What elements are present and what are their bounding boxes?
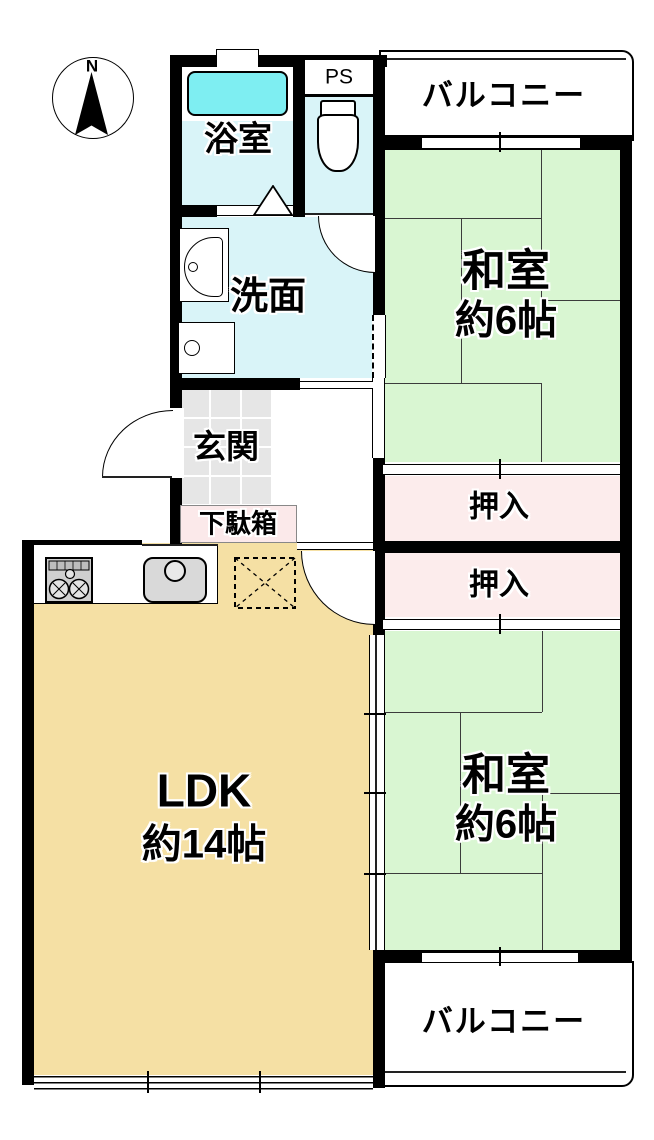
room-ldk [34, 543, 373, 1077]
entrance-door-arc [102, 410, 173, 477]
bath-window [216, 49, 259, 69]
shoe-cabinet [180, 505, 297, 543]
stove-icon [45, 557, 93, 603]
balcony-top-inner-line [383, 58, 626, 60]
wall [373, 950, 385, 1088]
washitsu-upper-label: 和室 約6帖 [454, 246, 558, 345]
tatami-line [541, 383, 542, 462]
faucet-dot-icon [188, 262, 198, 272]
wall [170, 378, 300, 390]
bath-label: 浴室 [204, 120, 272, 159]
sliding-door-tick [364, 873, 386, 875]
room-genkan-tile [180, 390, 272, 505]
closet-lower-sliding-door [383, 619, 620, 630]
pipe-space-label: PS [324, 65, 354, 89]
wall [170, 478, 182, 552]
tatami-line [541, 150, 542, 300]
ldk-bottom-window [34, 1075, 373, 1090]
tatami-line [542, 793, 543, 950]
refrigerator-space-icon [234, 557, 296, 609]
compass-north-label: N [85, 56, 99, 76]
balcony-top-label: バルコニー [421, 77, 587, 113]
window-balcony-top [422, 137, 580, 149]
tatami-line [383, 873, 542, 874]
tatami-line [461, 218, 462, 383]
ldk-door-opening [297, 542, 373, 550]
washitsu-upper-name: 和室 [462, 246, 550, 296]
room-closet-upper [385, 476, 620, 541]
shoe-cabinet-label: 下駄箱 [198, 508, 278, 539]
toilet-threshold [305, 213, 373, 215]
washer-drain-icon [184, 340, 200, 356]
tatami-line [385, 218, 541, 219]
washitsu-lower-label: 和室 約6帖 [454, 750, 558, 849]
washitsu-lower-name: 和室 [462, 750, 550, 800]
tatami-line [383, 712, 542, 713]
washitsu-lower-size: 約6帖 [454, 803, 558, 847]
wall [170, 55, 182, 408]
entrance-door-leaf [102, 476, 172, 478]
washitsu-upper-size: 約6帖 [454, 299, 558, 343]
window-tick [499, 132, 501, 152]
wall [373, 55, 385, 315]
washroom-door-opening [300, 381, 373, 389]
room-washitsu-upper [385, 150, 620, 462]
sliding-door-tick [499, 614, 501, 634]
sliding-door-tick [364, 792, 386, 794]
sink-faucet-icon [164, 560, 186, 582]
tatami-line [385, 383, 541, 384]
closet-upper-sliding-door [383, 464, 620, 475]
tatami-line [542, 631, 543, 712]
wall [22, 540, 34, 1085]
balcony-bottom-label: バルコニー [421, 1003, 587, 1039]
window-tick [147, 1071, 149, 1093]
closet-upper-label: 押入 [469, 490, 529, 524]
dashed-wall [372, 315, 386, 378]
pipe-space-box [302, 57, 376, 97]
tatami-line [542, 793, 620, 794]
sliding-door-tick [364, 713, 386, 715]
window-tick [499, 947, 501, 966]
ldk-size: 約14帖 [141, 822, 267, 866]
window-tick [259, 1071, 261, 1093]
ldk-label: LDK 約14帖 [142, 765, 267, 866]
washitsu-upper-west-opening [372, 378, 385, 458]
toilet-bowl-icon [317, 114, 359, 172]
bath-door-triangle-icon [253, 185, 293, 216]
washroom-label: 洗面 [229, 276, 307, 319]
wall [170, 205, 217, 217]
closet-lower-label: 押入 [469, 568, 529, 602]
room-washitsu-lower [383, 631, 620, 950]
entrance-label: 玄関 [193, 427, 259, 465]
wall [373, 541, 632, 553]
balcony-top [379, 50, 634, 141]
bathtub [187, 71, 288, 116]
sliding-door-tick [499, 459, 501, 479]
room-closet-lower [385, 553, 620, 617]
balcony-bottom-inner-line [383, 1071, 626, 1073]
tatami-line [460, 712, 461, 873]
counter-top-line [142, 544, 218, 546]
tatami-line [541, 300, 620, 301]
ldk-name: LDK [156, 764, 252, 817]
